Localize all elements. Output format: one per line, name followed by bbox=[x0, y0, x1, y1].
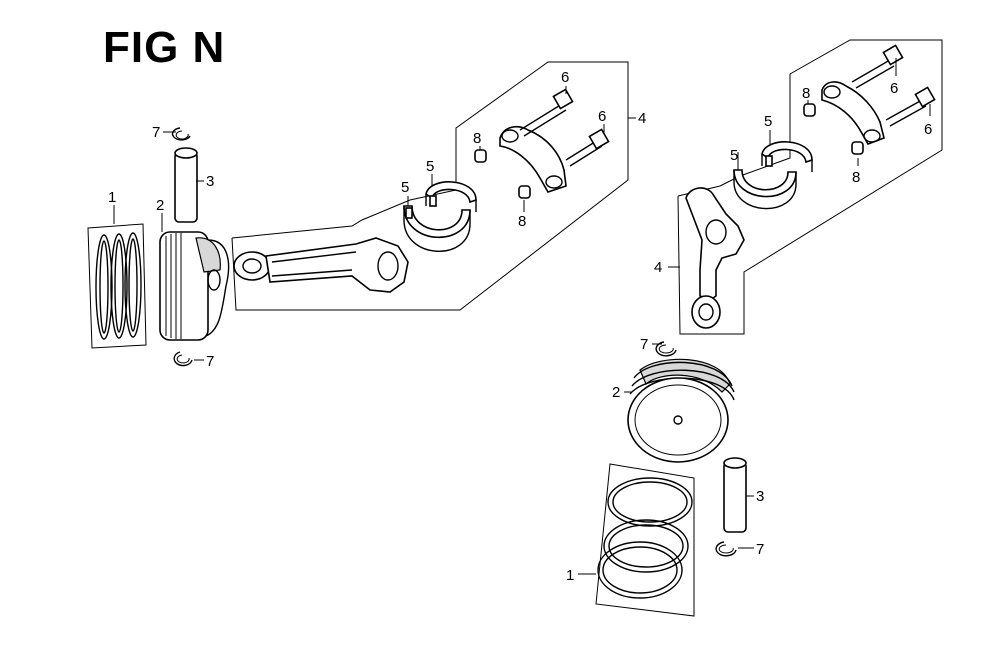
callout-left-6a: 6 bbox=[561, 69, 569, 86]
right-leader-lines bbox=[578, 58, 931, 575]
callout-right-7a: 7 bbox=[640, 336, 648, 353]
callout-right-1: 1 bbox=[566, 567, 574, 584]
callout-right-2: 2 bbox=[612, 384, 620, 401]
callout-left-2: 2 bbox=[156, 197, 164, 214]
left-bearing-half-a bbox=[403, 205, 471, 252]
right-rod-cap bbox=[821, 81, 885, 145]
callout-right-8b: 8 bbox=[852, 169, 860, 186]
callout-left-5b: 5 bbox=[426, 158, 434, 175]
callout-left-5a: 5 bbox=[401, 179, 409, 196]
right-connecting-rod bbox=[685, 187, 745, 329]
right-circlip-bottom bbox=[715, 541, 737, 557]
left-rod-bolt-a bbox=[519, 88, 574, 137]
right-dowel-b bbox=[851, 141, 864, 155]
left-conrod-assembly-boundary bbox=[231, 61, 629, 311]
left-bearing-half-b bbox=[425, 181, 477, 212]
callout-right-6b: 6 bbox=[924, 121, 932, 138]
callout-right-5b: 5 bbox=[764, 113, 772, 130]
left-rod-bolt-b bbox=[565, 128, 610, 167]
left-circlip-top bbox=[171, 127, 191, 141]
left-connecting-rod bbox=[233, 237, 409, 293]
callout-left-4: 4 bbox=[638, 110, 646, 127]
callout-left-7b: 7 bbox=[206, 353, 214, 370]
right-bearing-half-a bbox=[733, 169, 797, 210]
callout-left-3: 3 bbox=[206, 173, 214, 190]
figure-title: FIG N bbox=[103, 23, 226, 72]
callout-left-7a: 7 bbox=[152, 124, 160, 141]
right-rod-bolt-b bbox=[885, 86, 936, 127]
callout-left-1: 1 bbox=[108, 189, 116, 206]
callout-right-6a: 6 bbox=[890, 80, 898, 97]
callout-right-4: 4 bbox=[654, 259, 662, 276]
right-piston-ring-set bbox=[595, 463, 695, 617]
left-rod-cap bbox=[499, 125, 567, 193]
left-circlip-bottom bbox=[173, 351, 193, 367]
callout-left-8b: 8 bbox=[518, 213, 526, 230]
right-piston bbox=[627, 358, 735, 463]
left-leader-lines bbox=[113, 86, 636, 361]
left-dowel-b bbox=[518, 185, 531, 199]
right-bearing-half-b bbox=[761, 141, 813, 172]
callout-right-8a: 8 bbox=[802, 85, 810, 102]
callout-left-8a: 8 bbox=[473, 130, 481, 147]
left-dowel-a bbox=[474, 149, 487, 163]
callout-right-3: 3 bbox=[756, 488, 764, 505]
right-piston-pin bbox=[723, 457, 747, 533]
callout-right-5a: 5 bbox=[730, 147, 738, 164]
callout-left-6b: 6 bbox=[598, 108, 606, 125]
left-piston-pin bbox=[174, 147, 198, 223]
callout-right-7b: 7 bbox=[756, 541, 764, 558]
right-dowel-a bbox=[803, 103, 816, 117]
left-piston bbox=[159, 231, 230, 341]
left-piston-ring-set bbox=[87, 223, 147, 349]
